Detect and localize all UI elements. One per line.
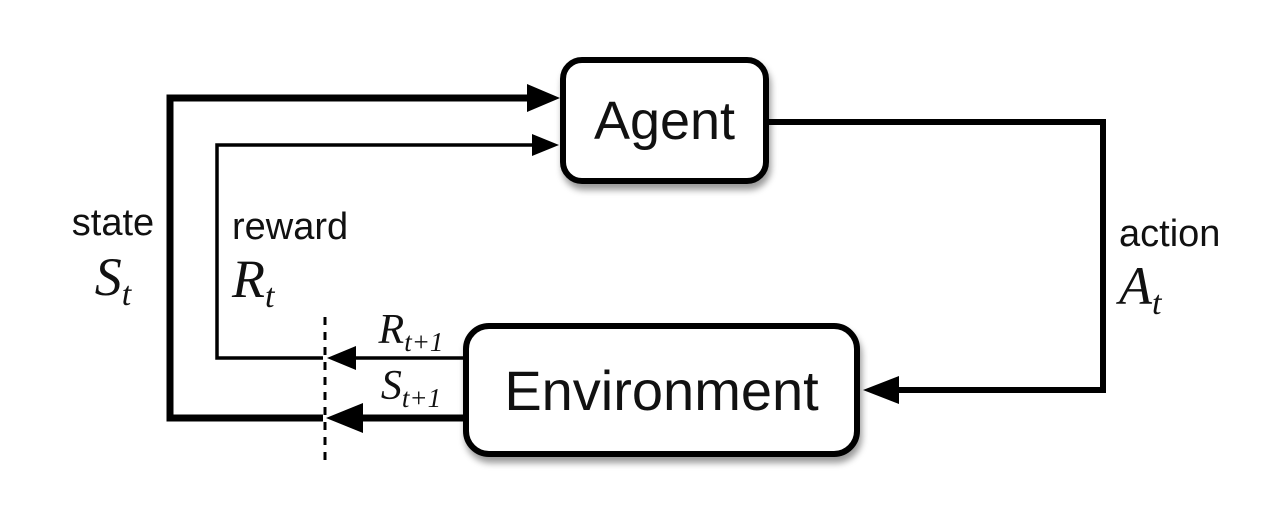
state-symbol: St bbox=[94, 247, 132, 314]
environment-node-label: Environment bbox=[504, 358, 819, 422]
action-arrowhead-icon bbox=[863, 376, 899, 404]
action-word: action bbox=[1119, 213, 1221, 255]
reward-feedback-line bbox=[215, 143, 534, 360]
state-to-agent-arrowhead-icon bbox=[527, 84, 560, 112]
reward-word: reward bbox=[232, 206, 349, 248]
state-word: state bbox=[71, 202, 155, 244]
action-symbol: At bbox=[1119, 256, 1162, 323]
next-state-arrowhead-icon bbox=[326, 403, 363, 433]
agent-node: Agent bbox=[560, 57, 769, 184]
next-reward-label: Rt+1 bbox=[378, 307, 444, 357]
state-feedback-line bbox=[166, 94, 533, 422]
reward-to-agent-arrowhead-icon bbox=[532, 134, 559, 156]
reward-symbol: Rt bbox=[232, 249, 275, 316]
action-line bbox=[767, 119, 1106, 393]
next-state-label: St+1 bbox=[380, 363, 442, 413]
environment-node: Environment bbox=[463, 323, 860, 457]
agent-node-label: Agent bbox=[593, 90, 736, 151]
next-reward-arrowhead-icon bbox=[327, 346, 356, 370]
action-label: action At bbox=[1119, 213, 1221, 323]
state-label: state St bbox=[58, 202, 168, 314]
reward-label: reward Rt bbox=[232, 206, 349, 316]
